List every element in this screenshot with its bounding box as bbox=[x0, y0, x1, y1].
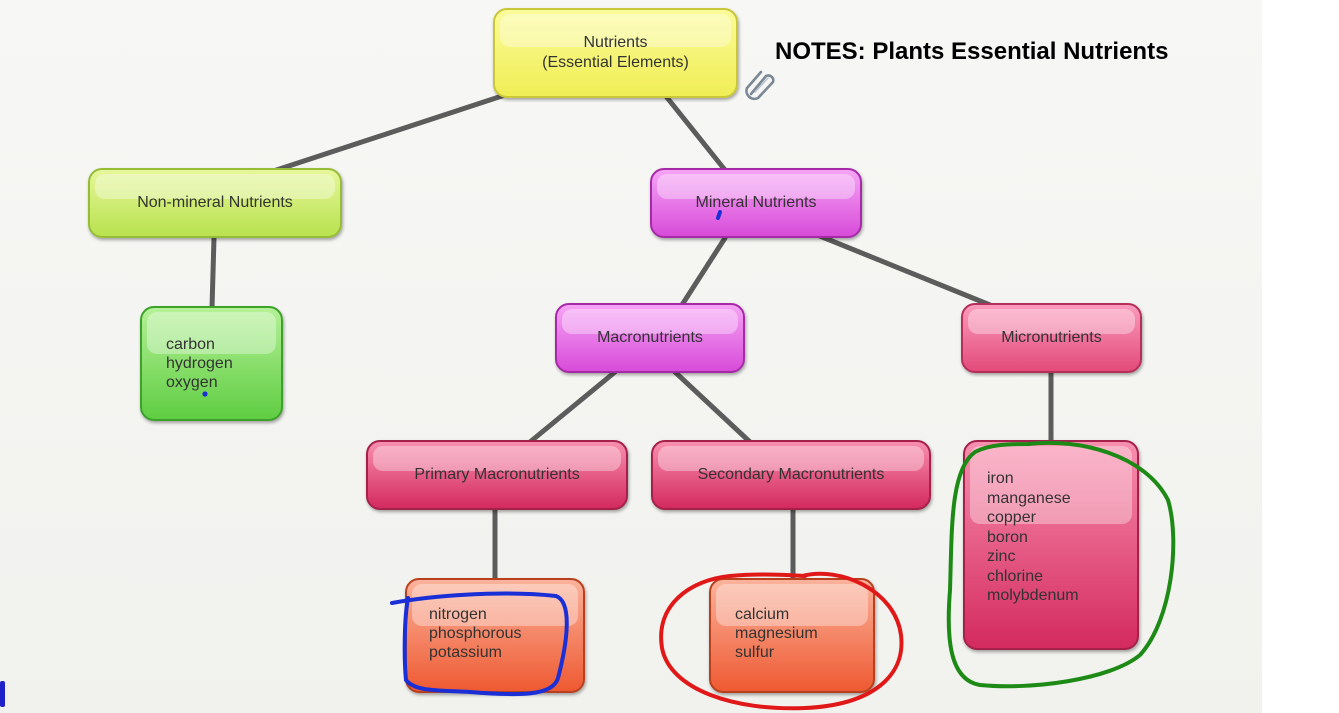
node-nutrients-root[interactable]: Nutrients (Essential Elements) bbox=[493, 8, 738, 98]
connector-nonmineral-list bbox=[209, 235, 217, 311]
green-circle-micro-list bbox=[946, 440, 1176, 689]
ink-dot-mineral bbox=[716, 210, 722, 220]
list-item: copper bbox=[987, 509, 1036, 526]
node-macronutrients[interactable]: Macronutrients bbox=[555, 303, 745, 373]
node-non-mineral-label: Non-mineral Nutrients bbox=[137, 194, 293, 211]
paperclip-icon[interactable] bbox=[742, 67, 776, 101]
node-micronutrients[interactable]: Micronutrients bbox=[961, 303, 1142, 373]
list-item: sulfur bbox=[735, 644, 775, 661]
list-item: magnesium bbox=[735, 625, 818, 642]
node-mineral-nutrients[interactable]: Mineral Nutrients bbox=[650, 168, 862, 238]
list-item: chlorine bbox=[987, 567, 1044, 585]
list-item: zinc bbox=[987, 548, 1016, 565]
node-root-line2: (Essential Elements) bbox=[542, 54, 689, 71]
list-item: iron bbox=[987, 470, 1014, 487]
notes-title: NOTES: Plants Essential Nutrients bbox=[775, 38, 1169, 65]
secondary-macronutrient-element-list: calcium magnesium sulfur bbox=[735, 605, 818, 662]
list-item: boron bbox=[987, 528, 1028, 546]
connector-root-nonmineral bbox=[237, 92, 508, 185]
list-item: manganese bbox=[987, 489, 1071, 507]
non-mineral-element-list: carbon hydrogen oxygen bbox=[166, 335, 233, 392]
node-secondary-macro-label: Secondary Macronutrients bbox=[697, 466, 885, 483]
red-circle-secondary-list bbox=[659, 571, 904, 711]
connector-root-mineral bbox=[662, 92, 728, 173]
node-root-line1: Nutrients bbox=[583, 34, 648, 51]
ink-mark-left-edge bbox=[0, 681, 5, 707]
list-item: phosphorous bbox=[429, 625, 522, 642]
node-micronutrients-label: Micronutrients bbox=[1001, 329, 1102, 346]
node-primary-macro-label: Primary Macronutrients bbox=[414, 466, 580, 483]
connector-mineral-micro bbox=[797, 225, 993, 308]
list-item: hydrogen bbox=[166, 355, 233, 372]
list-item: potassium bbox=[429, 644, 502, 661]
node-secondary-macronutrients[interactable]: Secondary Macronutrients bbox=[651, 440, 931, 510]
list-item: oxygen bbox=[166, 374, 218, 391]
connector-macro-primary bbox=[527, 369, 618, 445]
connector-macro-secondary bbox=[672, 369, 753, 445]
node-macronutrients-label: Macronutrients bbox=[597, 329, 703, 346]
node-non-mineral-list[interactable]: carbon hydrogen oxygen bbox=[140, 306, 283, 421]
blue-circle-primary-list bbox=[390, 591, 569, 697]
list-item: calcium bbox=[735, 606, 790, 623]
list-item: nitrogen bbox=[429, 606, 487, 623]
node-micronutrient-list[interactable]: iron manganese copper boron zinc chlorin… bbox=[963, 440, 1139, 650]
connector-mineral-macro bbox=[677, 235, 728, 311]
list-item: carbon bbox=[166, 336, 215, 353]
node-non-mineral-nutrients[interactable]: Non-mineral Nutrients bbox=[88, 168, 342, 238]
node-primary-macronutrients[interactable]: Primary Macronutrients bbox=[366, 440, 628, 510]
ink-dot-oxygen bbox=[202, 391, 208, 397]
node-mineral-label: Mineral Nutrients bbox=[695, 194, 817, 211]
list-item: molybdenum bbox=[987, 587, 1079, 604]
node-secondary-macronutrient-list[interactable]: calcium magnesium sulfur bbox=[709, 578, 875, 693]
micronutrient-element-list: iron manganese copper boron zinc chlorin… bbox=[987, 469, 1079, 606]
primary-macronutrient-element-list: nitrogen phosphorous potassium bbox=[429, 605, 522, 662]
